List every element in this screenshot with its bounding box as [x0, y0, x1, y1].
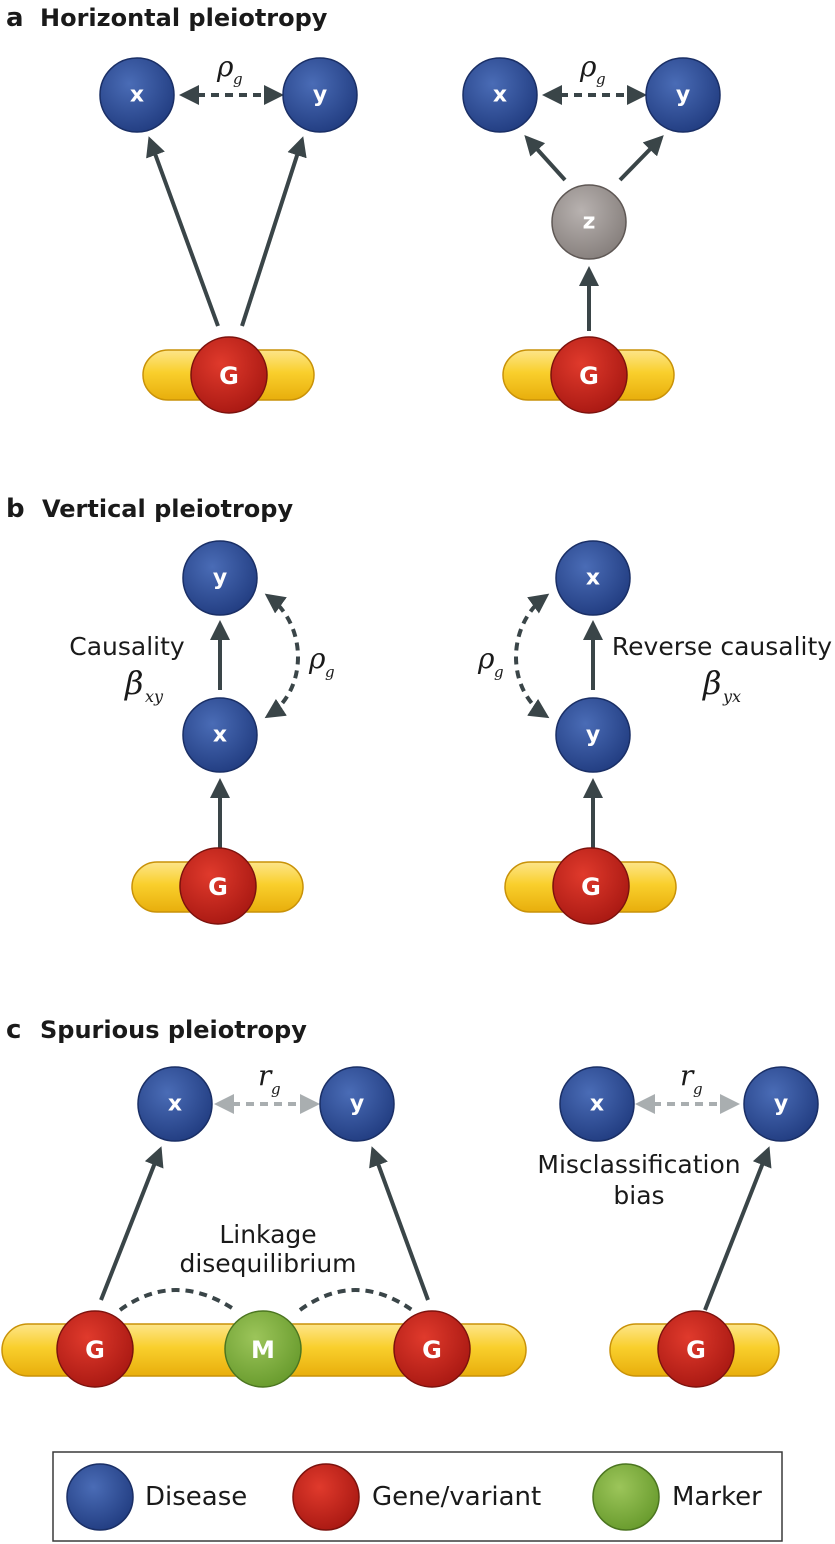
- panel-c-letter: c: [6, 1015, 21, 1045]
- linkage-arc: [298, 1288, 414, 1312]
- beta-subscript-xy: xy: [145, 687, 164, 706]
- disease-node-y-label: y: [586, 723, 600, 748]
- disease-node-y-label: y: [676, 83, 690, 108]
- gene-node-g: [393, 1310, 471, 1388]
- disease-node-x: [559, 1066, 635, 1142]
- rho-subscript: g: [494, 663, 504, 681]
- linkage-arc: [118, 1288, 237, 1312]
- panel-a-letter: a: [6, 3, 24, 33]
- r-subscript: g: [271, 1080, 281, 1098]
- marker-node-m: [224, 1310, 302, 1388]
- linkage-label-line2: disequilibrium: [179, 1249, 356, 1278]
- gene-node-g-label: G: [422, 1336, 442, 1364]
- gene-node-g: [657, 1310, 735, 1388]
- disease-node-x-label: x: [590, 1092, 604, 1117]
- disease-node-y: [743, 1066, 819, 1142]
- beta-symbol: β: [702, 664, 722, 702]
- disease-node-x-label: x: [213, 723, 227, 748]
- r-subscript: g: [693, 1080, 703, 1098]
- disease-node-y: [282, 57, 358, 133]
- legend-box: [52, 1451, 783, 1542]
- rho-symbol: ρ: [579, 50, 597, 83]
- gene-node-g: [552, 847, 630, 925]
- disease-node-x-label: x: [493, 83, 507, 108]
- effect-arrow-g-to-x: [146, 136, 220, 327]
- rho-subscript: g: [596, 70, 606, 88]
- r-symbol: r: [258, 1059, 273, 1092]
- disease-node-y-label: y: [313, 83, 327, 108]
- genetic-correlation-arrow: [514, 593, 550, 719]
- disease-node-y: [182, 540, 258, 616]
- latent-node-z: [551, 184, 627, 260]
- reverse-causality-label: Reverse causality: [612, 632, 832, 661]
- gene-node-g-label: G: [579, 362, 599, 390]
- marker-node-m-label: M: [251, 1336, 275, 1364]
- disease-node-x: [182, 697, 258, 773]
- gene-node-g-label: G: [581, 873, 601, 901]
- disease-node-y-label: y: [774, 1092, 788, 1117]
- disease-node-x: [555, 540, 631, 616]
- effect-arrow-g-to-y: [240, 136, 307, 327]
- disease-node-y: [645, 57, 721, 133]
- panel-c: c Spurious pleiotropy r g Linkage disequ…: [1, 1015, 819, 1388]
- legend-disease-swatch: [66, 1463, 134, 1531]
- panel-b: b Vertical pleiotropy ρ g Causality β xy…: [6, 494, 832, 925]
- gene-node-g-label: G: [686, 1336, 706, 1364]
- gene-node-g-label: G: [85, 1336, 105, 1364]
- legend-marker-swatch: [592, 1463, 660, 1531]
- disease-node-y-label: y: [213, 566, 227, 591]
- panel-b-title: Vertical pleiotropy: [42, 495, 293, 523]
- panel-a-title: Horizontal pleiotropy: [40, 4, 328, 32]
- linkage-label-line1: Linkage: [219, 1220, 316, 1249]
- effect-arrow-z-to-x: [524, 135, 567, 182]
- disease-node-y-label: y: [350, 1092, 364, 1117]
- misclassification-label-line2: bias: [613, 1181, 664, 1210]
- disease-node-x-label: x: [168, 1092, 182, 1117]
- disease-node-x: [99, 57, 175, 133]
- gene-node-g: [190, 336, 268, 414]
- rho-symbol: ρ: [216, 50, 234, 83]
- legend-disease-label: Disease: [145, 1482, 247, 1512]
- r-symbol: r: [680, 1059, 695, 1092]
- gene-node-g-label: G: [208, 873, 228, 901]
- disease-node-x: [137, 1066, 213, 1142]
- panel-b-letter: b: [6, 494, 25, 524]
- panel-c-title: Spurious pleiotropy: [40, 1016, 307, 1044]
- disease-node-x-label: x: [586, 566, 600, 591]
- effect-arrow-g-to-y: [369, 1146, 430, 1301]
- effect-arrow-z-to-y: [618, 135, 664, 182]
- causality-label: Causality: [69, 632, 185, 661]
- disease-node-y: [319, 1066, 395, 1142]
- rho-subscript: g: [233, 70, 243, 88]
- effect-arrow-g-to-y: [703, 1146, 772, 1311]
- gene-node-g-label: G: [219, 362, 239, 390]
- effect-arrow-g-to-x: [99, 1146, 164, 1301]
- gene-node-g: [179, 847, 257, 925]
- latent-node-z-label: z: [583, 210, 596, 235]
- gene-node-g: [56, 1310, 134, 1388]
- rho-symbol: ρ: [308, 642, 326, 675]
- legend-gene-label: Gene/variant: [372, 1482, 541, 1512]
- rho-symbol: ρ: [477, 642, 495, 675]
- gene-node-g: [550, 336, 628, 414]
- genetic-correlation-arrow: [264, 593, 300, 719]
- legend: Disease Gene/variant Marker: [52, 1451, 783, 1542]
- disease-node-y: [555, 697, 631, 773]
- legend-gene-swatch: [292, 1463, 360, 1531]
- rho-subscript: g: [325, 663, 335, 681]
- legend-marker-label: Marker: [672, 1482, 762, 1512]
- misclassification-label-line1: Misclassification: [537, 1150, 740, 1179]
- panel-a: a Horizontal pleiotropy ρ g x y G ρ g x …: [6, 3, 721, 414]
- disease-node-x-label: x: [130, 83, 144, 108]
- beta-subscript-yx: yx: [722, 687, 741, 706]
- beta-symbol: β: [124, 664, 144, 702]
- disease-node-x: [462, 57, 538, 133]
